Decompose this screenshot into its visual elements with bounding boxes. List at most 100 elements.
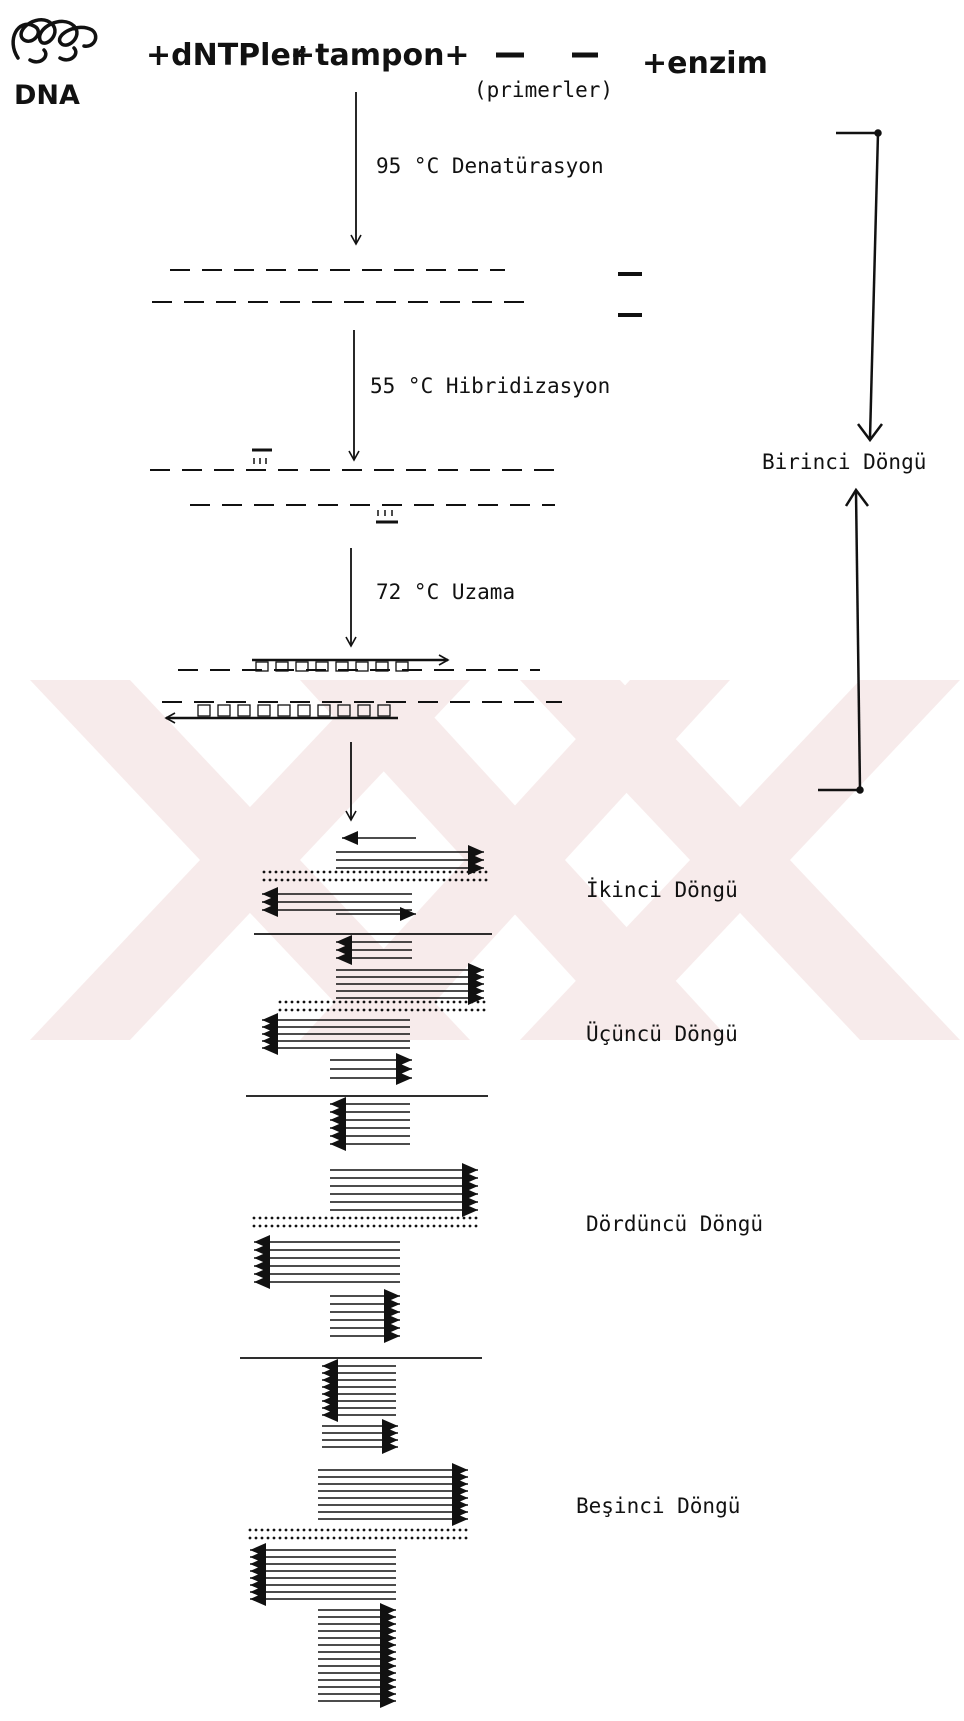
primer-dot bbox=[319, 1225, 322, 1228]
primer-dot bbox=[423, 1529, 426, 1532]
primer-dot bbox=[287, 879, 290, 882]
step-extension: 72 °C Uzama bbox=[376, 580, 515, 604]
primer-dot bbox=[319, 1217, 322, 1220]
primer-dot bbox=[335, 871, 338, 874]
primer-dot bbox=[357, 1009, 360, 1012]
primer-dot bbox=[379, 1225, 382, 1228]
primer-dot bbox=[361, 1217, 364, 1220]
primer-dot bbox=[465, 1009, 468, 1012]
primer-dot bbox=[369, 1001, 372, 1004]
primer-dot bbox=[473, 879, 476, 882]
primer-dot bbox=[443, 879, 446, 882]
primer-dot bbox=[363, 1009, 366, 1012]
primer-dot bbox=[381, 1009, 384, 1012]
primer-dot bbox=[279, 1529, 282, 1532]
primer-dot bbox=[395, 879, 398, 882]
primer-dot bbox=[391, 1217, 394, 1220]
primer-dot bbox=[437, 879, 440, 882]
primer-dot bbox=[445, 1217, 448, 1220]
primer-dot bbox=[471, 1001, 474, 1004]
primer-dot bbox=[335, 879, 338, 882]
primer-dot bbox=[345, 1009, 348, 1012]
primer-dot bbox=[271, 1225, 274, 1228]
primer-dot bbox=[445, 1225, 448, 1228]
primer-dot bbox=[347, 879, 350, 882]
primer-dot bbox=[329, 879, 332, 882]
primer-dot bbox=[297, 1001, 300, 1004]
primer-dot bbox=[321, 1537, 324, 1540]
primer-dot bbox=[465, 1529, 468, 1532]
primer-dot bbox=[459, 1001, 462, 1004]
primer-dot bbox=[325, 1225, 328, 1228]
primer-dot bbox=[449, 879, 452, 882]
primer-dot bbox=[331, 1217, 334, 1220]
primer-dot bbox=[269, 879, 272, 882]
primer-dot bbox=[417, 1009, 420, 1012]
primer-dot bbox=[393, 1537, 396, 1540]
primer-dot bbox=[389, 871, 392, 874]
primer-dot bbox=[283, 1217, 286, 1220]
primer-dot bbox=[351, 1529, 354, 1532]
primer-dot bbox=[365, 871, 368, 874]
primer-dot bbox=[477, 1001, 480, 1004]
primer-dot bbox=[313, 1217, 316, 1220]
primer-dot bbox=[437, 871, 440, 874]
primer-dot bbox=[377, 871, 380, 874]
primer-dot bbox=[363, 1001, 366, 1004]
primer-dot bbox=[397, 1217, 400, 1220]
primer-dot bbox=[267, 1537, 270, 1540]
primer-dot bbox=[441, 1537, 444, 1540]
primer-dot bbox=[347, 871, 350, 874]
primer-dot bbox=[403, 1225, 406, 1228]
primer-dot bbox=[309, 1529, 312, 1532]
primer-dot bbox=[447, 1537, 450, 1540]
primer-dot bbox=[315, 1001, 318, 1004]
primer-dot bbox=[457, 1217, 460, 1220]
primer-dot bbox=[387, 1001, 390, 1004]
primer-dot bbox=[351, 1537, 354, 1540]
primer-dot bbox=[369, 1529, 372, 1532]
primer-dot bbox=[333, 1529, 336, 1532]
primer-dot bbox=[263, 879, 266, 882]
primer-dot bbox=[461, 879, 464, 882]
primer-dot bbox=[403, 1217, 406, 1220]
step-temp: 55 °C bbox=[370, 374, 433, 398]
primer-dot bbox=[301, 1225, 304, 1228]
primer-dot bbox=[455, 879, 458, 882]
primer-dot bbox=[425, 871, 428, 874]
primer-dot bbox=[305, 879, 308, 882]
annealed-primer-bottom bbox=[376, 510, 398, 522]
primer-dot bbox=[297, 1529, 300, 1532]
primer-dot bbox=[305, 871, 308, 874]
dna-coil-icon bbox=[13, 20, 96, 62]
primer-dot bbox=[341, 879, 344, 882]
primer-dot bbox=[413, 879, 416, 882]
primer-dot bbox=[379, 1217, 382, 1220]
primer-dot bbox=[343, 1225, 346, 1228]
primer-dot bbox=[321, 1001, 324, 1004]
primer-dot bbox=[399, 1537, 402, 1540]
primer-dot bbox=[303, 1537, 306, 1540]
enzyme-label: +enzim bbox=[642, 46, 768, 81]
primer-dot bbox=[375, 1537, 378, 1540]
primer-dot bbox=[329, 871, 332, 874]
primer-dot bbox=[455, 871, 458, 874]
primer-dot bbox=[485, 879, 488, 882]
primer-dot bbox=[459, 1529, 462, 1532]
primer-dot bbox=[333, 1009, 336, 1012]
primer-dot bbox=[409, 1217, 412, 1220]
primer-dot bbox=[473, 871, 476, 874]
primer-dot bbox=[397, 1225, 400, 1228]
primer-dot bbox=[295, 1225, 298, 1228]
primer-dot bbox=[425, 879, 428, 882]
primer-dot bbox=[453, 1001, 456, 1004]
primer-dot bbox=[441, 1009, 444, 1012]
primer-dot bbox=[293, 879, 296, 882]
primer-dot bbox=[255, 1537, 258, 1540]
primer-dot bbox=[273, 1529, 276, 1532]
primer-dot bbox=[469, 1225, 472, 1228]
primer-dot bbox=[279, 1001, 282, 1004]
primer-dot bbox=[451, 1225, 454, 1228]
primer-dot bbox=[457, 1225, 460, 1228]
primer-dot bbox=[339, 1001, 342, 1004]
